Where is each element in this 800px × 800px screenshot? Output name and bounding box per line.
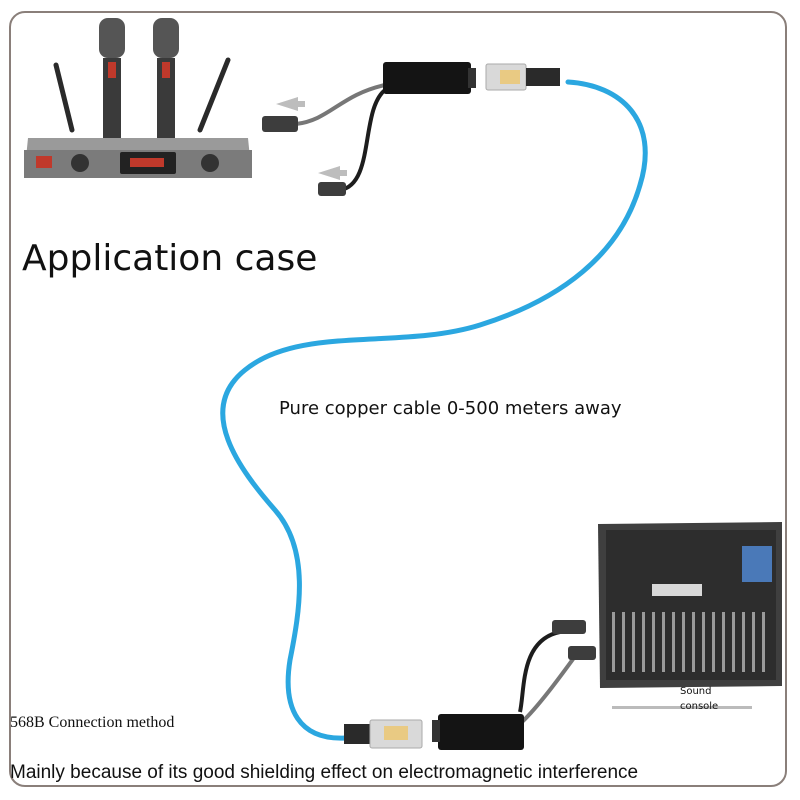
- direction-arrow-icon: [318, 166, 347, 180]
- network-cable: [220, 79, 648, 741]
- xlr-connector-icon: [552, 620, 586, 634]
- mixing-console-icon: [598, 522, 782, 709]
- wireless-microphone-receiver-icon: [24, 18, 252, 178]
- page-title: Application case: [22, 238, 318, 279]
- direction-arrow-icon: [276, 97, 305, 111]
- image-frame: [9, 11, 787, 787]
- xlr-adapter-icon: [383, 62, 476, 94]
- xlr-connector-icon: [262, 116, 298, 132]
- shielding-note: Mainly because of its good shielding eff…: [10, 762, 639, 783]
- device-label: Sound console: [680, 684, 718, 714]
- device-label-line2: console: [680, 701, 719, 712]
- cable-label: Pure copper cable 0-500 meters away: [279, 398, 622, 419]
- connection-method-caption: 568B Connection method: [10, 714, 175, 731]
- rj45-plug-icon: [344, 719, 423, 749]
- device-label-line1: Sound: [680, 686, 712, 697]
- xlr-connector-icon: [318, 182, 346, 196]
- xlr-connector-icon: [568, 646, 596, 660]
- rj45-plug-icon: [485, 63, 560, 91]
- xlr-adapter-icon: [432, 714, 524, 750]
